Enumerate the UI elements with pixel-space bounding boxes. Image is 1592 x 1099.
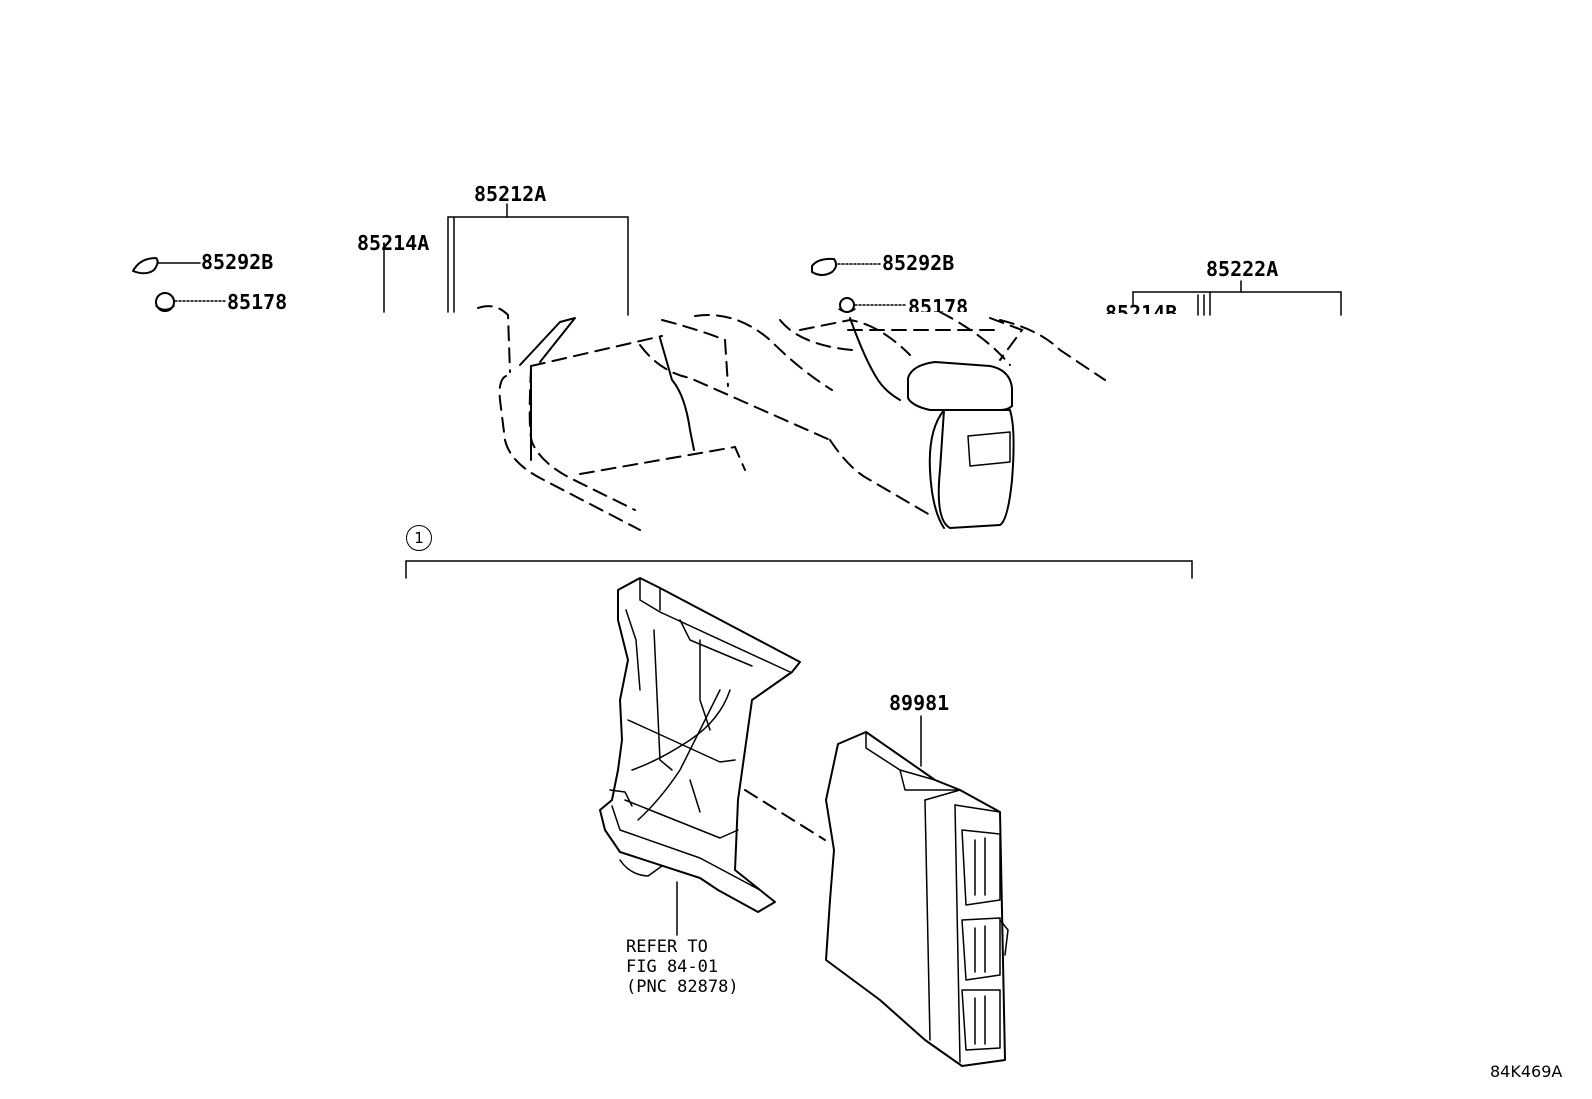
label-85222A: 85222A: [1206, 257, 1279, 281]
group-bracket-1: [405, 560, 1193, 579]
label-85178-mid: 85178: [908, 296, 969, 312]
label-85292B-mid: 85292B: [882, 251, 955, 275]
clip-icon: [155, 292, 227, 312]
figure-code: 84K469A: [1490, 1062, 1563, 1081]
junction-block-icon: [599, 577, 801, 936]
ecu-module-icon: [825, 715, 1009, 1067]
clip-icon: [838, 297, 906, 313]
bracket-85212A: [383, 203, 629, 316]
wiper-insert-icon: [132, 257, 201, 275]
label-89981: 89981: [889, 691, 950, 715]
label-85214B: 85214B: [1105, 302, 1178, 314]
group-marker-1: 1: [406, 525, 432, 551]
reference-line-3: (PNC 82878): [626, 977, 739, 997]
label-85214A: 85214A: [357, 231, 430, 255]
console-outline: [477, 305, 1106, 531]
label-85178-left: 85178: [227, 290, 288, 314]
reference-line-2: FIG 84-01: [626, 957, 719, 977]
reference-note: REFER TO FIG 84-01 (PNC 82878): [626, 937, 739, 997]
label-85212A: 85212A: [474, 182, 547, 206]
reference-line-1: REFER TO: [626, 937, 708, 957]
label-85292B-left: 85292B: [201, 250, 274, 274]
wiper-insert-icon: [811, 257, 881, 276]
bracket-85222A: [1132, 280, 1342, 316]
